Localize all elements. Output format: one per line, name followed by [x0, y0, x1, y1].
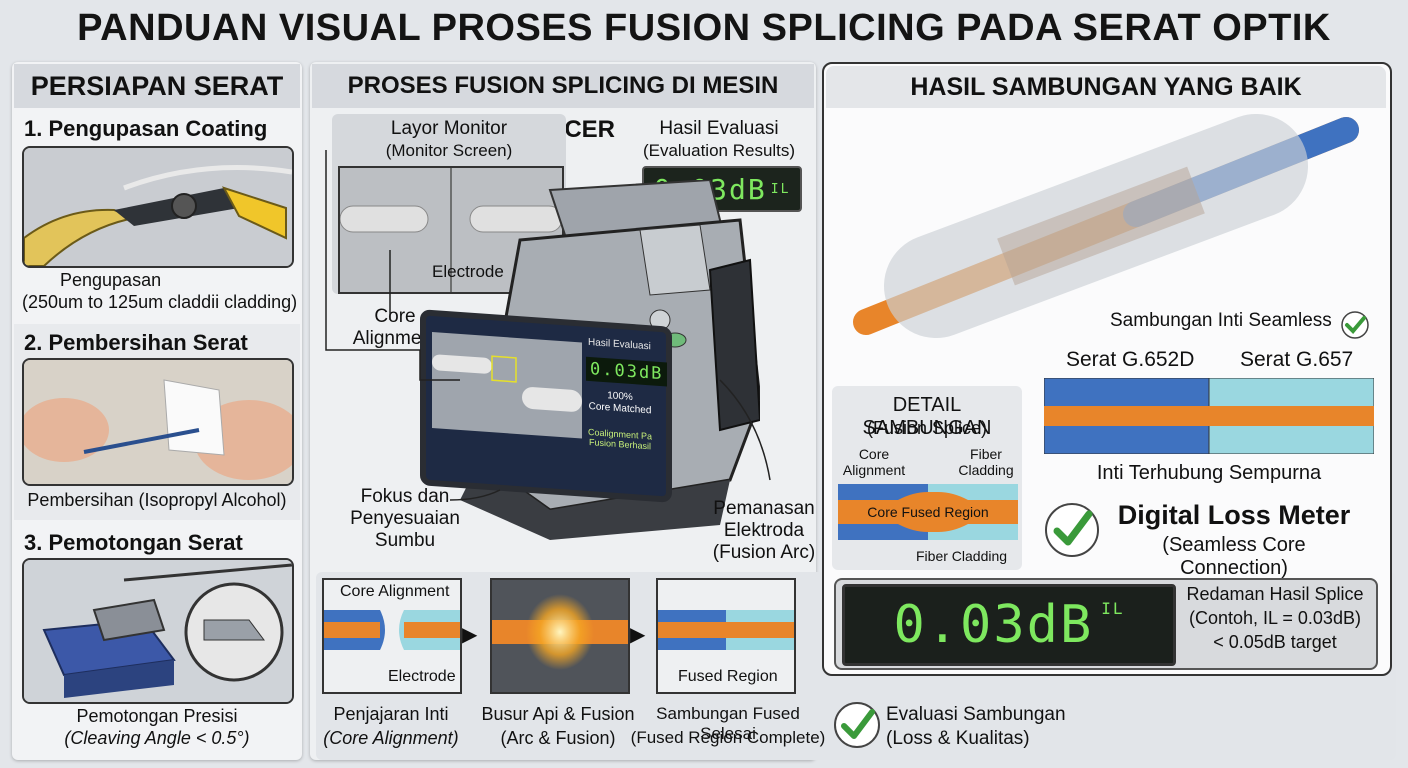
hands-cleaning-icon	[24, 360, 292, 484]
seq-1-box	[322, 578, 462, 694]
monitor-subtitle: (Monitor Screen)	[385, 141, 513, 160]
step-3-title: 3. Pemotongan Serat	[24, 530, 243, 555]
evaluasi-sub: (Loss & Kualitas)	[886, 728, 1030, 749]
detail-fiber-top: Fiber Cladding	[958, 446, 1014, 479]
middle-header: PROSES FUSION SPLICING DI MESIN SPLICER	[312, 64, 814, 143]
cleaning-image	[22, 358, 294, 486]
fokus-label: Fokus dan Penyesuaian Sumbu	[350, 486, 460, 551]
fiber1-label: Serat G.652D	[1066, 348, 1195, 371]
seq-1-caption-2: (Core Alignment)	[323, 728, 459, 748]
wire-stripper-icon	[24, 148, 292, 266]
screen-view	[432, 332, 582, 439]
seq-2-caption-2: (Arc & Fusion)	[500, 728, 616, 748]
cleaver-icon	[24, 560, 292, 702]
detail-core-label: Core Alignment	[842, 446, 906, 479]
seq-1-caption: Penjajaran Inti	[333, 704, 449, 724]
monitor-title: Layor Monitor	[390, 118, 508, 139]
evaluasi-check-icon	[834, 702, 880, 748]
right-panel	[822, 62, 1392, 676]
step-1-title: 1. Pengupasan Coating	[24, 116, 268, 141]
screen-matched: 100% Core Matched	[588, 390, 652, 416]
detail-subtitle: (Fusion Splice)	[866, 418, 988, 438]
fiber-joint-diagram	[1044, 378, 1374, 454]
screen-note: Coalignment Pa Fusion Berhasil	[587, 426, 653, 452]
arrow-1-icon: ▶	[462, 624, 478, 646]
seamless-check-icon	[1341, 311, 1369, 339]
splicer-screen: Hasil Evaluasi 0.03dB 100% Core Matched …	[420, 309, 672, 503]
loss-reading: 0.03dB	[893, 595, 1094, 655]
screen-fiber-icon	[432, 354, 582, 412]
contoh-label: (Contoh, IL = 0.03dB)	[1189, 608, 1361, 628]
fiber2-label: Serat G.657	[1240, 348, 1354, 371]
seamless-label: Sambungan Inti Seamless	[1110, 310, 1332, 331]
cleaving-image	[22, 558, 294, 704]
meter-subtitle: (Seamless Core Connection)	[1162, 534, 1306, 579]
eval-unit: IL	[770, 181, 791, 197]
step-1-caption-2: (250um to 125um claddii cladding)	[22, 292, 298, 312]
target-label: < 0.05dB target	[1213, 632, 1337, 652]
right-header: HASIL SAMBUNGAN YANG BAIK	[826, 66, 1386, 108]
screen-eval-label: Hasil Evaluasi	[588, 336, 651, 353]
redaman-label: Redaman Hasil Splice	[1186, 584, 1364, 604]
pemanasan-label: Pemanasan Elektroda (Fusion Arc)	[712, 498, 816, 563]
seq-3-bottom: Fused Region	[678, 668, 778, 685]
step-3-caption-1: Pemotongan Presisi	[76, 706, 238, 726]
eval-subtitle: (Evaluation Results)	[642, 141, 796, 160]
loss-unit: IL	[1101, 599, 1125, 618]
fused-region-diagram	[658, 610, 794, 650]
splice-sleeve-icon	[853, 114, 1359, 338]
seq-1-top: Core Alignment	[340, 583, 450, 600]
detail-fiber-bottom: Fiber Cladding	[916, 548, 1008, 564]
seq-3-caption: Sambungan Fused Selesai	[656, 704, 800, 743]
seq-3-caption-2: (Fused Region Complete)	[630, 728, 826, 747]
inti-label: Inti Terhubung Sempurna	[1096, 462, 1322, 484]
detail-region-label: Core Fused Region	[867, 504, 989, 520]
detail-title: DETAIL SAMBUNGAN	[862, 394, 992, 439]
eval-title: Hasil Evaluasi	[659, 118, 779, 139]
meter-check-icon	[1045, 503, 1099, 557]
step-1-caption-1: Pengupasan	[60, 270, 162, 290]
stripping-image	[22, 146, 294, 268]
arrow-2-icon: ▶	[630, 624, 646, 646]
seq-3-box	[656, 578, 796, 694]
meter-title: Digital Loss Meter	[1117, 500, 1351, 530]
screen-reading: 0.03dB	[586, 356, 668, 387]
step-2-title: 2. Pembersihan Serat	[24, 330, 248, 355]
step-3-caption-2: (Cleaving Angle < 0.5°)	[64, 728, 250, 748]
left-header: PERSIAPAN SERAT	[14, 64, 300, 108]
seq-2-caption: Busur Api & Fusion	[481, 704, 635, 724]
step-2-caption: Pembersihan (Isopropyl Alcohol)	[27, 490, 287, 510]
core-alignment-diagram	[324, 610, 460, 650]
arc-fusion-diagram	[492, 594, 628, 670]
evaluasi-label: Evaluasi Sambungan	[886, 704, 1066, 725]
seq-2-box	[490, 578, 630, 694]
page-title: PANDUAN VISUAL PROSES FUSION SPLICING PA…	[77, 6, 1331, 49]
detail-splice-diagram	[838, 484, 1018, 540]
seq-1-bottom: Electrode	[388, 668, 456, 685]
loss-display: 0.03dB IL	[842, 584, 1176, 666]
